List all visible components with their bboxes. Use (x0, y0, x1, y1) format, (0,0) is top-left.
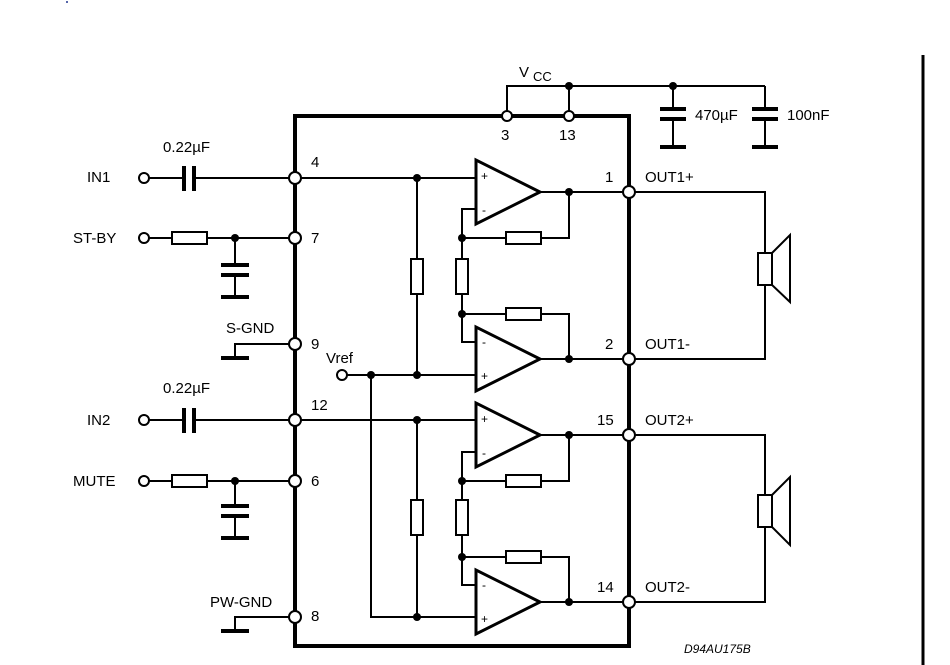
pin-7-label: 7 (311, 230, 319, 247)
amp-out2-minus (474, 567, 544, 637)
mute-label: MUTE (73, 473, 116, 490)
pwgnd-label: PW-GND (210, 594, 272, 611)
vcc-subscript: CC (533, 69, 552, 84)
pin-14-label: 14 (597, 579, 614, 596)
pin-12-label: 12 (311, 397, 328, 414)
out2-plus-label: OUT2+ (645, 412, 694, 429)
in2-capacitor-label: 0.22µF (163, 380, 210, 397)
sgnd-label: S-GND (226, 320, 275, 337)
amp2-plus-sign: + (481, 369, 488, 383)
stby-label: ST-BY (73, 230, 116, 247)
out1-minus-label: OUT1- (645, 336, 690, 353)
mute-input: MUTE 6 (73, 473, 319, 540)
capacitor-100nf-label: 100nF (787, 107, 830, 124)
vref-network: Vref (326, 350, 476, 621)
pin-1-label: 1 (605, 169, 613, 186)
outputs: 1 OUT1+ 2 OUT1- 15 OUT2+ 14 OUT2- (597, 169, 766, 603)
amp-out1-plus (474, 157, 544, 227)
in1-label: IN1 (87, 169, 110, 186)
channel-2-internal: + - - + (295, 400, 629, 637)
pin-8-label: 8 (311, 608, 319, 625)
stby-input: ST-BY 7 (73, 230, 319, 299)
speaker-1-icon (757, 232, 791, 305)
capacitor-470uf-label: 470µF (695, 107, 738, 124)
amp4-minus-sign: - (482, 578, 486, 592)
in1-capacitor-label: 0.22µF (163, 139, 210, 156)
pin-6-label: 6 (311, 473, 319, 490)
in1-input: IN1 0.22µF 4 (87, 139, 319, 191)
channel-1-internal: + - - + (295, 157, 629, 394)
vref-label: Vref (326, 350, 354, 367)
sgnd-connection: S-GND 9 (221, 320, 319, 360)
ic-package-outline (293, 114, 631, 648)
pin-4-label: 4 (311, 154, 319, 171)
out2-minus-label: OUT2- (645, 579, 690, 596)
terminals (138, 110, 636, 624)
amp3-plus-sign: + (481, 412, 488, 426)
out1-plus-label: OUT1+ (645, 169, 694, 186)
amp-out1-minus (474, 324, 544, 394)
speaker-2-icon (757, 474, 791, 548)
pwgnd-connection: PW-GND 8 (210, 594, 319, 633)
amp1-plus-sign: + (481, 169, 488, 183)
amp1-minus-sign: - (482, 203, 486, 217)
pin-3-label: 3 (501, 127, 509, 144)
pin-2-label: 2 (605, 336, 613, 353)
capacitor-470uf: 470µF (660, 86, 738, 149)
drawing-code: D94AU175B (684, 642, 751, 656)
pin-9-label: 9 (311, 336, 319, 353)
in2-input: IN2 0.22µF 12 (87, 380, 328, 433)
vcc-supply: V CC 3 13 (501, 64, 765, 144)
in2-label: IN2 (87, 412, 110, 429)
amp3-minus-sign: - (482, 446, 486, 460)
amp-out2-plus (474, 400, 544, 470)
vcc-label: V (519, 64, 529, 81)
pin-15-label: 15 (597, 412, 614, 429)
amp4-plus-sign: + (481, 612, 488, 626)
capacitor-100nf: 100nF (752, 86, 830, 149)
amp2-minus-sign: - (482, 335, 486, 349)
corner-mark (66, 1, 68, 3)
pin-13-label: 13 (559, 127, 576, 144)
